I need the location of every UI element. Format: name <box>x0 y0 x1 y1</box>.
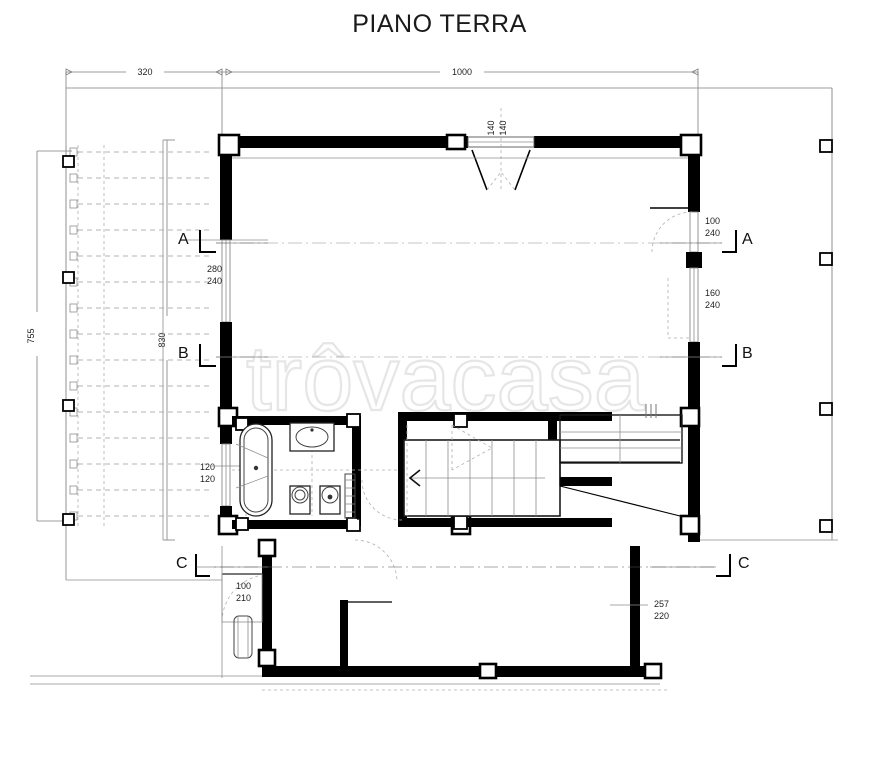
page-title: PIANO TERRA <box>352 10 527 38</box>
section-label-b-right: B <box>742 345 753 362</box>
wall-west-bath-a <box>220 422 232 444</box>
door-swing-bath <box>361 479 403 521</box>
wall-stair-step <box>548 477 612 486</box>
section-cut-lines <box>196 242 722 568</box>
window-east: 160 240 <box>667 267 720 343</box>
opening-se-width: 257 <box>654 599 669 609</box>
window-north: 140 140 <box>467 108 535 191</box>
door-entrance-south: 100 210 <box>221 573 263 623</box>
section-label-a-right: A <box>742 231 753 248</box>
wall-east-b <box>688 342 700 542</box>
main-building-walls: 140 140 280 240 120 120 <box>186 108 720 542</box>
wall-annex-west <box>262 546 272 670</box>
boundary-column <box>819 139 833 153</box>
door-east-height: 240 <box>705 228 720 238</box>
boundary-column <box>819 402 833 416</box>
column-nw <box>217 133 241 157</box>
window-west: 280 240 <box>186 239 268 323</box>
bathtub-fixture <box>239 423 273 517</box>
stair-direction-arrow <box>408 469 421 487</box>
window-north-width: 140 <box>486 120 496 135</box>
terrace-pergola <box>62 140 212 540</box>
dimension-left-830: 830 <box>157 332 167 347</box>
section-label-c-left: C <box>176 555 188 572</box>
wall-central-north <box>398 412 612 421</box>
door-east-width: 100 <box>705 216 720 226</box>
column-interior <box>453 413 468 428</box>
section-marker-a-right: A <box>660 230 753 253</box>
section-label-c-right: C <box>738 555 750 572</box>
staircase <box>403 404 683 517</box>
column-interior <box>346 413 361 428</box>
window-north-height: 140 <box>498 120 508 135</box>
column-interior <box>235 417 249 431</box>
window-bathroom-height: 120 <box>200 474 215 484</box>
dimension-top-1000: 1000 <box>452 67 472 77</box>
column-se <box>679 514 701 536</box>
pergola-column <box>62 513 75 526</box>
opening-se-height: 220 <box>654 611 669 621</box>
wall-annex-south <box>262 666 660 677</box>
column-annex-sw <box>257 648 277 668</box>
opening-south-east: 257 220 <box>610 599 669 621</box>
wall-north-right <box>534 136 700 148</box>
lower-annex: 257 220 100 210 <box>30 538 670 691</box>
column-interior <box>235 517 249 531</box>
toilet-fixture <box>289 485 311 515</box>
wall-annex-east <box>630 546 640 668</box>
pergola-column <box>62 271 75 284</box>
section-marker-b-left: B <box>178 344 268 367</box>
column-east-mid <box>686 252 702 268</box>
dimension-left-755: 755 <box>26 150 72 522</box>
door-entry-height: 210 <box>236 593 251 603</box>
dimension-left-830: 830 <box>157 139 175 541</box>
column-e-mid <box>679 406 701 428</box>
wall-bath-south <box>232 520 360 529</box>
washbasin-fixture <box>289 422 335 452</box>
boundary-column <box>819 519 833 533</box>
boundary-column <box>819 252 833 266</box>
bidet-fixture <box>319 485 341 515</box>
window-bathroom-width: 120 <box>200 462 215 472</box>
section-label-a-left: A <box>178 231 189 248</box>
column-annex-nw <box>257 538 277 558</box>
stair-upper-flight <box>559 414 683 464</box>
column-annex-se <box>643 662 663 680</box>
section-marker-b-right: B <box>660 344 753 367</box>
right-boundary <box>698 88 838 541</box>
door-east: 100 240 <box>650 207 720 253</box>
column-interior <box>453 515 468 530</box>
wall-central-west <box>398 421 407 526</box>
wall-annex-partition <box>340 600 348 668</box>
section-markers: A A B B C <box>176 230 753 577</box>
wall-west-b <box>220 322 232 422</box>
wall-bath-east <box>352 416 361 526</box>
pergola-column <box>62 399 75 412</box>
section-marker-c-right: C <box>650 554 750 577</box>
section-marker-a-left: A <box>178 230 268 253</box>
window-west-height: 240 <box>207 276 222 286</box>
interior-doors <box>354 478 403 583</box>
dimension-left-755: 755 <box>26 328 36 343</box>
column-annex-s-mid <box>478 662 498 680</box>
door-swing-hall <box>354 539 398 583</box>
window-east-height: 240 <box>705 300 720 310</box>
wall-bath-north <box>232 416 360 425</box>
wall-north-left <box>220 136 468 148</box>
window-west-width: 280 <box>207 264 222 274</box>
bathroom-fixtures <box>235 422 356 519</box>
column-n-mid <box>445 133 467 151</box>
bathroom-radiator <box>344 473 356 519</box>
door-entry-width: 100 <box>236 581 251 591</box>
section-label-b-left: B <box>178 345 189 362</box>
wall-east-a <box>688 148 700 212</box>
wall-west-a <box>220 148 232 240</box>
annex-radiator <box>233 615 253 659</box>
window-east-width: 160 <box>705 288 720 298</box>
wall-central-south <box>398 518 612 527</box>
pergola-column <box>62 155 75 168</box>
column-ne <box>679 133 703 157</box>
dimension-top-320: 320 <box>137 67 152 77</box>
